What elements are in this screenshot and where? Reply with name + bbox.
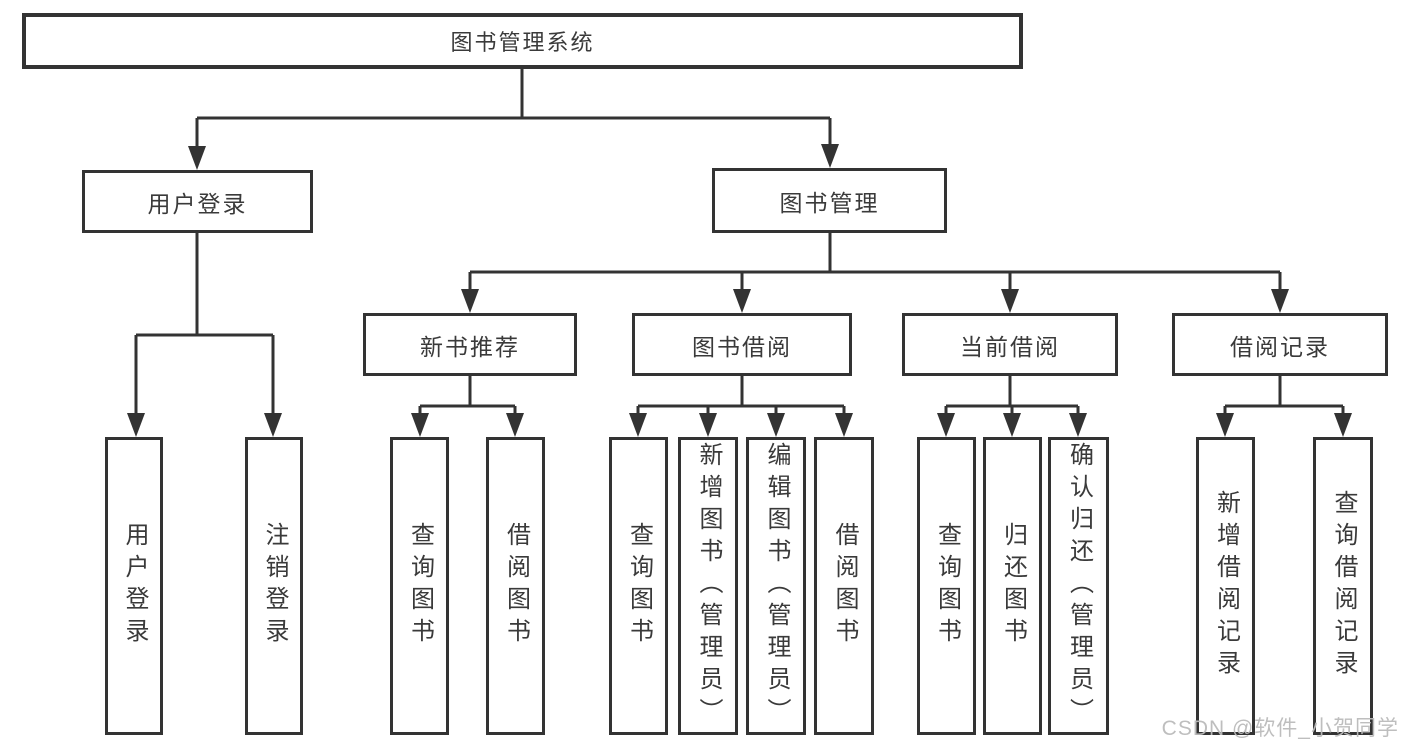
arrow-down-icon [461,289,479,313]
arrow-down-icon [1271,289,1289,313]
arrow-down-icon [1334,413,1352,437]
leaf-current-query-books: 查询图书 [917,437,976,735]
arrow-down-icon [127,413,145,437]
leaf-records-query-record-label: 查询借阅记录 [1330,490,1357,682]
connector-book-borrow-to-leaves [636,376,846,420]
node-book-borrow-label: 图书借阅 [692,333,792,360]
connector-new-book-to-leaves [418,376,517,420]
leaf-current-return-books: 归还图书 [983,437,1042,735]
arrow-down-icon [411,413,429,437]
leaf-borrow-query-books: 查询图书 [609,437,668,735]
arrow-down-icon [1003,413,1021,437]
leaf-current-confirm-return-admin-label: 确认归还（管理员） [1065,442,1093,730]
leaf-logout-login-label: 注销登录 [261,522,288,650]
arrow-down-icon [1069,413,1087,437]
leaf-newbook-query-books: 查询图书 [390,437,449,735]
leaf-newbook-query-books-label: 查询图书 [406,522,434,650]
arrow-down-icon [1001,289,1019,313]
node-new-book-recommend-label: 新书推荐 [420,333,520,360]
node-library-management-system-label: 图书管理系统 [450,30,595,55]
node-borrow-records: 借阅记录 [1172,313,1388,376]
arrow-down-icon [506,413,524,437]
arrow-down-icon [767,413,785,437]
node-book-management-label: 图书管理 [779,189,880,216]
leaf-records-add-record-label: 新增借阅记录 [1212,490,1240,682]
node-book-management: 图书管理 [712,168,947,233]
connector-borrow-records-to-leaves [1223,376,1345,420]
arrowheads [127,144,1352,437]
node-user-login: 用户登录 [82,170,313,233]
arrow-down-icon [821,144,839,168]
node-new-book-recommend: 新书推荐 [363,313,577,376]
leaf-user-login: 用户登录 [105,437,163,735]
leaf-newbook-borrow-books-label: 借阅图书 [502,522,530,650]
node-library-management-system: 图书管理系统 [22,13,1023,69]
leaf-borrow-edit-books-admin: 编辑图书（管理员） [746,437,806,735]
node-book-borrow: 图书借阅 [632,313,852,376]
node-current-borrow-label: 当前借阅 [960,333,1060,360]
node-current-borrow: 当前借阅 [902,313,1118,376]
leaf-borrow-borrow-books-label: 借阅图书 [831,522,858,650]
leaf-borrow-borrow-books: 借阅图书 [814,437,874,735]
leaf-newbook-borrow-books: 借阅图书 [486,437,545,735]
leaf-borrow-edit-books-admin-label: 编辑图书（管理员） [763,442,790,730]
leaf-borrow-add-books-admin-label: 新增图书（管理员） [695,442,722,730]
leaf-records-add-record: 新增借阅记录 [1196,437,1255,735]
arrow-down-icon [699,413,717,437]
leaf-user-login-label: 用户登录 [121,522,148,650]
connector-book-mgmt-to-level3 [468,233,1282,296]
leaf-borrow-query-books-label: 查询图书 [625,522,653,650]
leaf-current-return-books-label: 归还图书 [999,522,1027,650]
arrow-down-icon [629,413,647,437]
node-user-login-label: 用户登录 [147,190,248,217]
csdn-watermark: CSDN @软件_小贺同学 [1161,717,1399,740]
leaf-records-query-record: 查询借阅记录 [1313,437,1373,735]
leaf-logout-login: 注销登录 [245,437,303,735]
node-borrow-records-label: 借阅记录 [1230,333,1330,360]
connector-user-login-to-leaves [134,233,275,420]
arrow-down-icon [1216,413,1234,437]
arrow-down-icon [835,413,853,437]
arrow-down-icon [733,289,751,313]
connector-root-to-level2 [195,69,832,154]
leaf-borrow-add-books-admin: 新增图书（管理员） [678,437,738,735]
arrow-down-icon [264,413,282,437]
leaf-current-confirm-return-admin: 确认归还（管理员） [1048,437,1109,735]
leaf-current-query-books-label: 查询图书 [933,522,961,650]
arrow-down-icon [188,146,206,170]
arrow-down-icon [937,413,955,437]
